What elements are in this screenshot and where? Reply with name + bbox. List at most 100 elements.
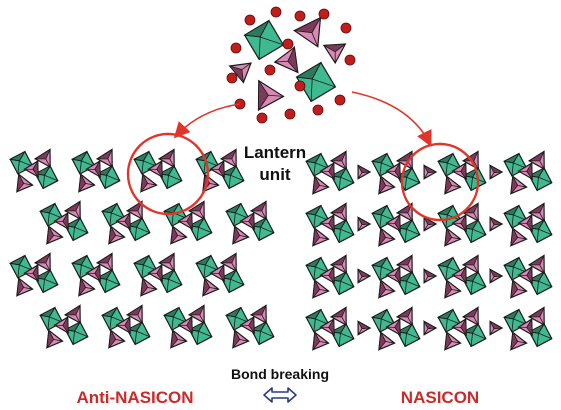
anti-nasicon-label: Anti-NASICON xyxy=(76,388,194,407)
oxygen-atom xyxy=(284,108,296,120)
lantern-label-line2: unit xyxy=(259,165,291,184)
tetrahedron-edge xyxy=(319,289,329,292)
oxygen-atom xyxy=(244,14,256,26)
octahedron-edge xyxy=(226,210,249,219)
tetrahedron-edge xyxy=(341,160,347,170)
tetrahedron-facet xyxy=(32,263,39,283)
oxygen-atom xyxy=(344,54,356,66)
tetrahedron-facet xyxy=(156,263,163,283)
oxygen-atom xyxy=(230,42,242,54)
tetrahedron-facet xyxy=(329,150,347,162)
tetrahedron-edge xyxy=(385,237,395,240)
tetrahedron-edge xyxy=(539,212,545,222)
tetrahedron-edge xyxy=(85,183,95,186)
octahedron-edge xyxy=(40,314,63,323)
highlight-circle-left xyxy=(126,132,210,216)
tetrahedron-facet xyxy=(460,213,467,233)
tetrahedron-edge xyxy=(53,339,63,342)
oxygen-atom xyxy=(318,8,330,20)
tetrahedron-edge xyxy=(423,172,429,179)
tetrahedron-facet xyxy=(16,276,25,297)
tetrahedron-edge xyxy=(261,210,267,220)
tetrahedron-edge xyxy=(517,185,527,188)
tetrahedron-facet xyxy=(461,202,479,214)
oxygen-atom xyxy=(270,6,282,18)
tetrahedron-facet xyxy=(108,224,117,245)
tetrahedron-facet xyxy=(232,224,241,245)
tetrahedron-edge xyxy=(199,210,205,220)
tetrahedron-facet xyxy=(489,164,504,174)
octahedron-edge xyxy=(372,160,395,169)
octahedron-edge xyxy=(504,316,527,325)
tetrahedron-facet xyxy=(312,174,321,195)
oxygen-atom xyxy=(264,64,276,76)
tetrahedron-facet xyxy=(108,328,117,349)
tetrahedron-edge xyxy=(385,341,395,344)
tetrahedron-edge xyxy=(539,316,545,326)
tetrahedron-edge xyxy=(357,328,363,335)
octahedron-edge xyxy=(504,212,527,221)
tetrahedron-edge xyxy=(75,314,81,324)
tetrahedron-facet xyxy=(510,278,519,299)
tetrahedron-facet xyxy=(94,263,101,283)
tetrahedron-edge xyxy=(341,212,347,222)
tetrahedron-edge xyxy=(517,289,527,292)
tetrahedron-edge xyxy=(539,160,545,170)
tetrahedron-facet xyxy=(329,254,347,266)
tetrahedron-facet xyxy=(378,226,387,247)
tetrahedron-facet xyxy=(16,172,25,193)
octahedron-edge xyxy=(72,262,95,271)
tetrahedron-facet xyxy=(489,268,504,278)
tetrahedron-facet xyxy=(62,315,69,335)
tetrahedron-edge xyxy=(451,289,461,292)
tetrahedron-edge xyxy=(199,314,205,324)
tetrahedron-facet xyxy=(444,330,453,351)
tetrahedron-facet xyxy=(328,213,335,233)
tetrahedron-edge xyxy=(231,262,237,272)
oxygen-atom xyxy=(226,72,238,84)
tetrahedron-edge xyxy=(209,183,219,186)
tetrahedron-facet xyxy=(249,304,267,316)
tetrahedron-edge xyxy=(489,328,495,335)
oxygen-atom xyxy=(282,38,294,50)
tetrahedron-facet xyxy=(378,330,387,351)
tetrahedron-facet xyxy=(526,317,533,337)
tetrahedron-facet xyxy=(395,202,413,214)
tetrahedron-facet xyxy=(202,276,211,297)
tetrahedron-facet xyxy=(32,159,39,179)
tetrahedron-facet xyxy=(124,211,131,231)
oxygen-atom xyxy=(340,22,352,34)
tetrahedron-facet xyxy=(33,148,51,160)
double-headed-arrow-icon xyxy=(263,387,297,403)
tetrahedron-edge xyxy=(268,94,284,97)
tetrahedron-edge xyxy=(23,183,33,186)
tetrahedron-facet xyxy=(461,150,479,162)
octahedron-edge xyxy=(306,160,329,169)
tetrahedron-facet xyxy=(328,317,335,337)
lantern-unit xyxy=(226,6,356,124)
tetrahedron-edge xyxy=(53,235,63,238)
octahedron-edge xyxy=(134,158,157,167)
tetrahedron-edge xyxy=(473,264,479,274)
tetrahedron-edge xyxy=(115,235,125,238)
tetrahedron-facet xyxy=(125,200,143,212)
tetrahedron-edge xyxy=(407,264,413,274)
tetrahedron-facet xyxy=(124,315,131,335)
tetrahedron-facet xyxy=(157,252,175,264)
tetrahedron-facet xyxy=(248,211,255,231)
tetrahedron-facet xyxy=(395,306,413,318)
tetrahedron-facet xyxy=(378,174,387,195)
octahedron-edge xyxy=(306,212,329,221)
tetrahedron-facet xyxy=(33,252,51,264)
tetrahedron-facet xyxy=(423,268,438,278)
tetrahedron-facet xyxy=(156,159,163,179)
tetrahedron-facet xyxy=(395,254,413,266)
tetrahedron-edge xyxy=(169,262,175,272)
tetrahedron-facet xyxy=(125,304,143,316)
tetrahedron-facet xyxy=(423,320,438,330)
tetrahedron-edge xyxy=(489,224,495,231)
tetrahedron-facet xyxy=(394,265,401,285)
tetrahedron-facet xyxy=(378,278,387,299)
tetrahedron-facet xyxy=(328,161,335,181)
tetrahedron-facet xyxy=(527,306,545,318)
